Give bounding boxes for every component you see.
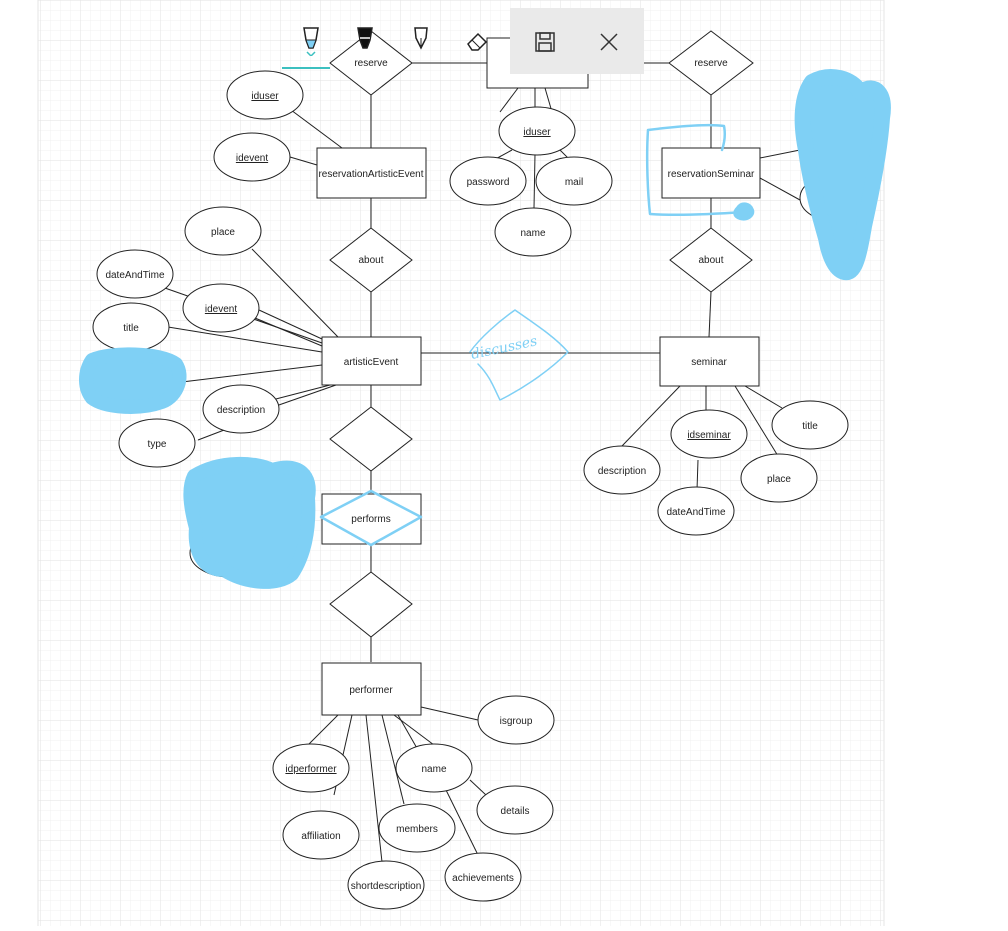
attr-sem-place-label: place xyxy=(767,474,791,485)
attr-sem-description[interactable]: description xyxy=(583,445,661,495)
ink-scribble-rs-attrs xyxy=(794,69,891,281)
entity-performer-label: performer xyxy=(349,685,393,696)
relationship-reserve-right-label: reserve xyxy=(694,58,728,69)
attr-perf-members-label: members xyxy=(396,824,438,835)
attr-ae-place-label: place xyxy=(211,227,235,238)
attr-perf-idperformer-label: idperformer xyxy=(285,764,337,775)
attr-ae-dateAndTime-label: dateAndTime xyxy=(105,270,165,281)
save-icon xyxy=(535,32,555,52)
relationship-about-right-label: about xyxy=(698,255,723,266)
attr-user-password[interactable]: password xyxy=(449,156,527,206)
attr-rae-iduser-label: iduser xyxy=(251,91,279,102)
marker-icon xyxy=(357,27,373,49)
attr-rae-idevent-label: idevent xyxy=(236,153,268,164)
relationship-about-left[interactable]: about xyxy=(329,227,413,293)
ink-discusses-shape xyxy=(469,309,569,401)
ink-annotations: discusses xyxy=(79,67,891,589)
relationship-unnamed-1[interactable] xyxy=(329,406,413,472)
attr-perf-details[interactable]: details xyxy=(476,785,554,835)
attr-sem-title[interactable]: title xyxy=(771,400,849,450)
entity-seminar-label: seminar xyxy=(691,357,727,368)
attr-perf-affiliation-label: affiliation xyxy=(301,831,340,842)
attr-ae-idevent[interactable]: idevent xyxy=(182,283,260,333)
entity-artisticEvent-label: artisticEvent xyxy=(344,357,399,368)
attr-user-password-label: password xyxy=(467,177,510,188)
attr-ae-dateAndTime[interactable]: dateAndTime xyxy=(96,249,174,299)
pen-tool-button[interactable] xyxy=(406,24,436,58)
attr-user-mail[interactable]: mail xyxy=(535,156,613,206)
highlighter-icon xyxy=(303,27,319,56)
file-actions-panel xyxy=(510,8,644,74)
attr-sem-dateAndTime-label: dateAndTime xyxy=(666,507,726,518)
relationship-reserve-left-label: reserve xyxy=(354,58,388,69)
attr-ae-place[interactable]: place xyxy=(184,206,262,256)
attr-ae-idevent-label: idevent xyxy=(205,304,237,315)
attr-perf-members[interactable]: members xyxy=(378,803,456,853)
attr-perf-details-label: details xyxy=(501,806,530,817)
ink-dot-reservationSeminar xyxy=(733,202,755,221)
relationship-reserve-right[interactable]: reserve xyxy=(668,30,754,96)
entity-reservationArtisticEvent-label: reservationArtisticEvent xyxy=(318,169,423,180)
attr-ae-title-label: title xyxy=(123,323,139,334)
attr-rae-iduser[interactable]: iduser xyxy=(226,70,304,120)
eraser-tool-button[interactable] xyxy=(462,24,492,58)
attr-sem-dateAndTime[interactable]: dateAndTime xyxy=(657,486,735,536)
close-button[interactable] xyxy=(594,28,624,56)
pen-icon xyxy=(414,27,428,50)
entity-seminar[interactable]: seminar xyxy=(659,336,760,387)
attr-user-name[interactable]: name xyxy=(494,207,572,257)
attr-user-name-label: name xyxy=(520,228,545,239)
attr-perf-achievements-label: achievements xyxy=(452,873,514,884)
attr-user-mail-label: mail xyxy=(565,177,583,188)
ink-scribble-ae-attr xyxy=(79,347,187,414)
entity-reservationSeminar[interactable]: reservationSeminar xyxy=(661,147,761,199)
entity-artisticEvent[interactable]: artisticEvent xyxy=(321,336,422,386)
attr-sem-idseminar[interactable]: idseminar xyxy=(670,409,748,459)
ink-box-reservationSeminar xyxy=(645,123,746,217)
attr-ae-description-label: description xyxy=(217,405,265,416)
attr-sem-place[interactable]: place xyxy=(740,453,818,503)
attr-user-iduser-label: iduser xyxy=(523,127,551,138)
attr-perf-shortdescription-label: shortdescription xyxy=(351,881,422,892)
attr-sem-title-label: title xyxy=(802,421,818,432)
ink-scribble-performs-attr xyxy=(183,457,316,589)
entity-performs-label: performs xyxy=(351,514,390,525)
entity-reservationSeminar-label: reservationSeminar xyxy=(668,169,755,180)
attr-perf-affiliation[interactable]: affiliation xyxy=(282,810,360,860)
attr-perf-name[interactable]: name xyxy=(395,743,473,793)
entity-reservationArtisticEvent[interactable]: reservationArtisticEvent xyxy=(316,147,427,199)
attr-perf-isgroup-label: isgroup xyxy=(500,716,533,727)
close-icon xyxy=(600,33,618,51)
attr-perf-shortdescription[interactable]: shortdescription xyxy=(347,860,425,910)
attr-sem-description-label: description xyxy=(598,466,646,477)
relationship-unnamed-2[interactable] xyxy=(329,571,413,638)
attr-ae-type[interactable]: type xyxy=(118,418,196,468)
eraser-icon xyxy=(467,32,488,51)
attr-perf-isgroup[interactable]: isgroup xyxy=(477,695,555,745)
attr-sem-idseminar-label: idseminar xyxy=(687,430,731,441)
attr-rae-idevent[interactable]: idevent xyxy=(213,132,291,182)
attr-ae-description[interactable]: description xyxy=(202,384,280,434)
attr-ae-title[interactable]: title xyxy=(92,302,170,352)
attr-perf-achievements[interactable]: achievements xyxy=(444,852,522,902)
entity-performer[interactable]: performer xyxy=(321,662,422,716)
save-button[interactable] xyxy=(530,28,560,56)
attr-perf-idperformer[interactable]: idperformer xyxy=(272,743,350,793)
ink-diamond-performs xyxy=(319,489,423,547)
highlighter-tool-button[interactable] xyxy=(296,24,326,58)
relationship-about-right[interactable]: about xyxy=(669,227,753,293)
ink-toolbar xyxy=(280,8,644,74)
relationship-about-left-label: about xyxy=(358,255,383,266)
relationship-reserve-left[interactable]: reserve xyxy=(329,30,413,96)
attr-user-iduser[interactable]: iduser xyxy=(498,106,576,156)
attr-ae-type-label: type xyxy=(148,439,167,450)
entity-performs[interactable]: performs xyxy=(321,493,422,545)
attr-perf-name-label: name xyxy=(421,764,446,775)
marker-tool-button[interactable] xyxy=(350,24,380,58)
